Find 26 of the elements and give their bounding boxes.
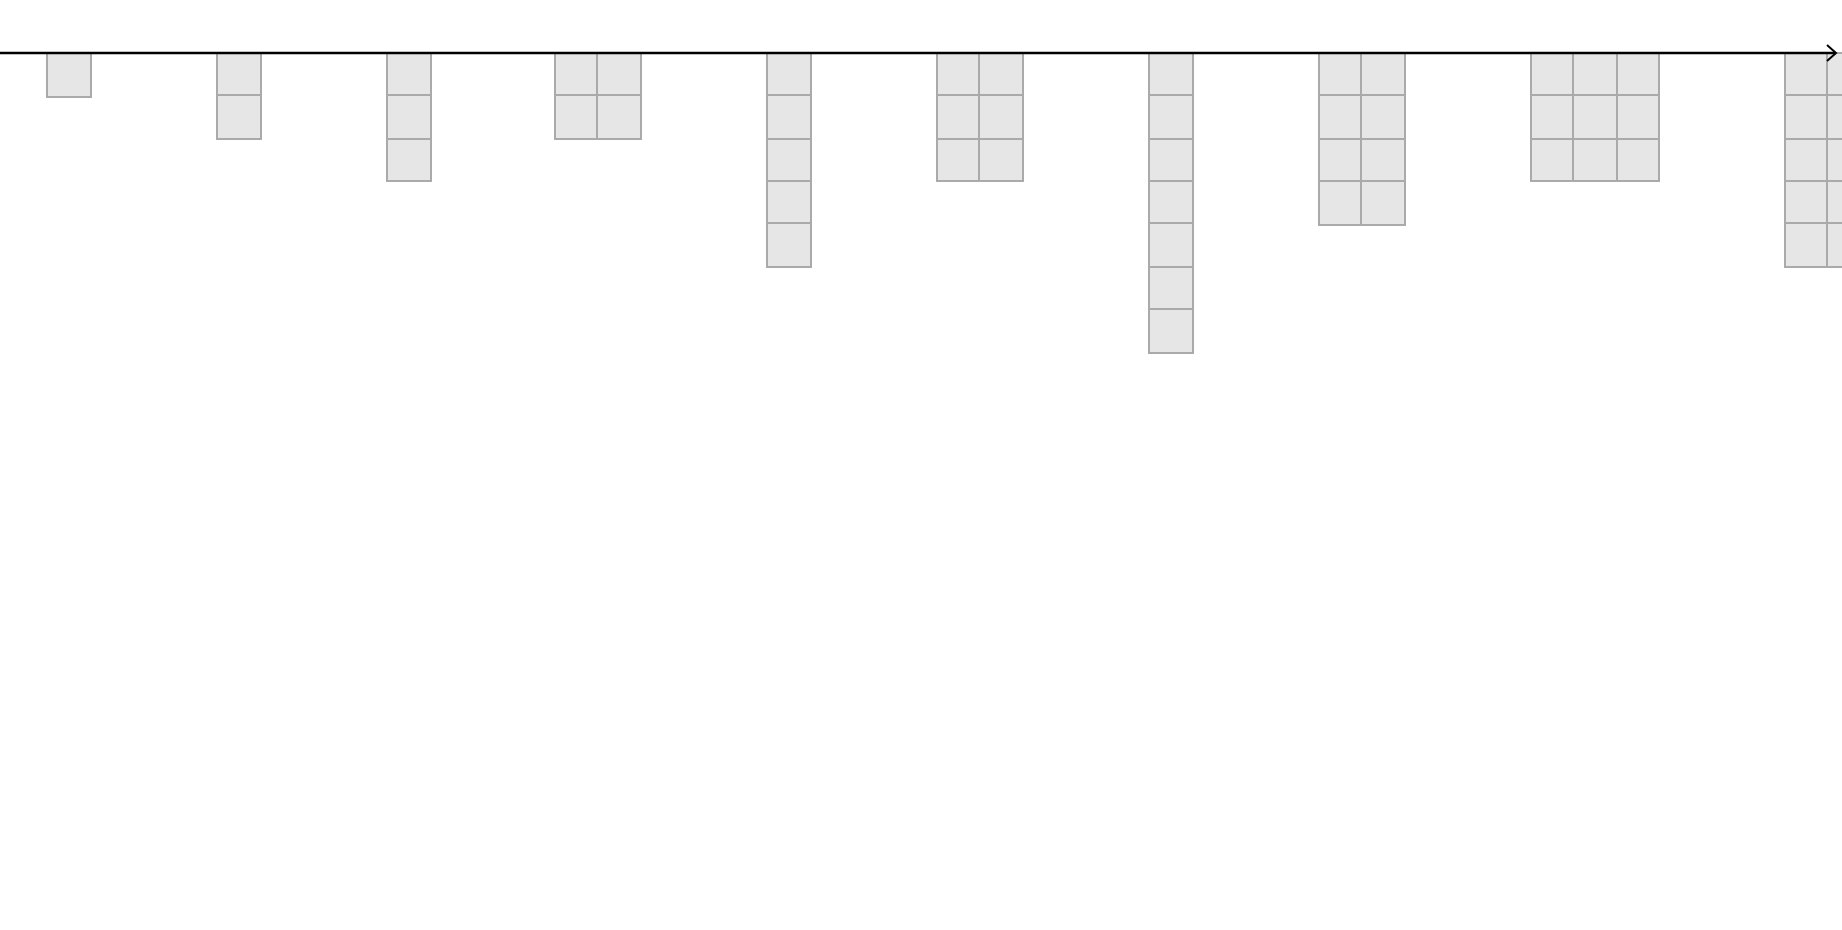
- square-tile: [1784, 222, 1830, 268]
- square-tile: [46, 52, 92, 98]
- square-tile: [554, 94, 600, 141]
- square-tile: [1360, 179, 1407, 226]
- square-tile: [1148, 222, 1194, 268]
- square-tile: [1615, 94, 1661, 141]
- square-tile: [766, 94, 812, 141]
- square-tile: [1148, 94, 1194, 141]
- square-tile: [1148, 265, 1194, 311]
- square-tile: [216, 94, 262, 141]
- square-tile: [978, 137, 1025, 183]
- square-tile: [1148, 137, 1194, 183]
- square-tile: [766, 179, 812, 226]
- square-tile: [766, 137, 812, 183]
- square-tile: [1572, 94, 1619, 141]
- square-tile: [386, 94, 432, 141]
- square-tile: [386, 137, 432, 183]
- square-tile: [1615, 137, 1661, 183]
- square-tile: [1148, 307, 1194, 354]
- square-tile: [596, 94, 643, 141]
- square-tile: [1360, 94, 1407, 141]
- square-tile: [766, 222, 812, 268]
- square-tile: [978, 94, 1025, 141]
- square-tile: [1148, 179, 1194, 226]
- square-tile: [1360, 137, 1407, 183]
- square-tile: [1572, 137, 1619, 183]
